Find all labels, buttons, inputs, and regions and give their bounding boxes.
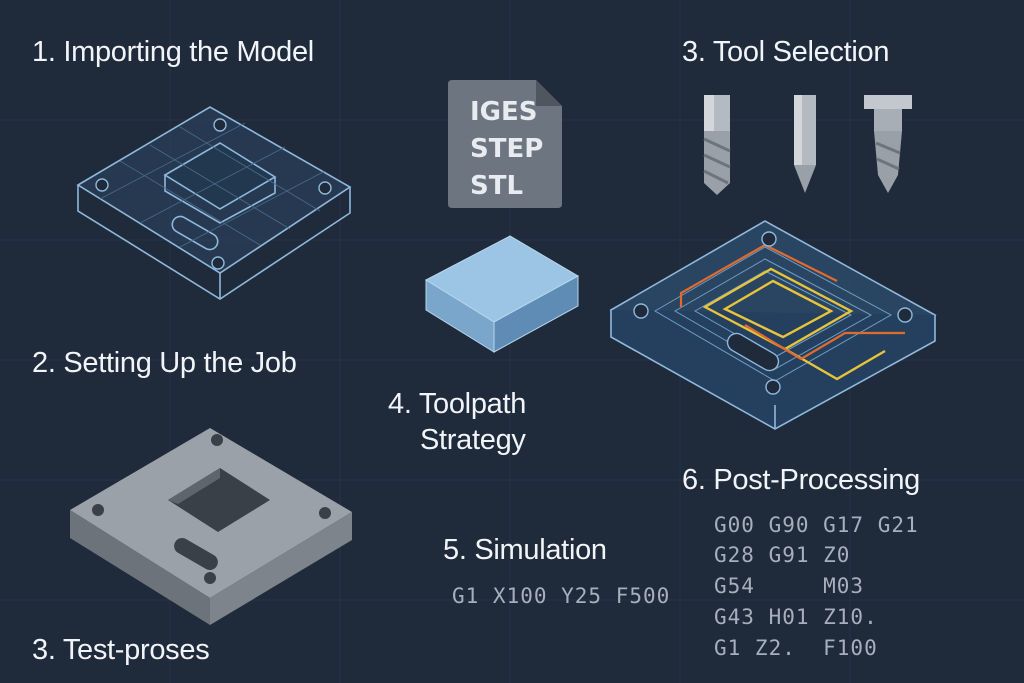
stock-block: [424, 235, 580, 353]
simulation-gcode: G1 X100 Y25 F500: [452, 584, 671, 608]
gcode-line: G1 Z2. F100: [714, 636, 878, 660]
cutting-tool-endmill-icon: [864, 95, 912, 193]
toolpath-part: [609, 220, 937, 430]
gcode-line: G43 H01 Z10.: [714, 605, 878, 629]
step-import-label: 1. Importing the Model: [32, 36, 314, 68]
step-toolpath-label-line2: Strategy: [420, 424, 526, 456]
gcode-line: G28 G91 Z0: [714, 543, 851, 567]
step-tool-label: 3. Tool Selection: [682, 36, 890, 68]
step-simulation-label: 5. Simulation: [443, 534, 607, 566]
gcode-line: G00 G90 G17 G21: [714, 513, 919, 537]
file-format-step: STEP: [470, 134, 544, 164]
gcode-line: G54 M03: [714, 574, 865, 598]
step-setup-label: 2. Setting Up the Job: [32, 347, 297, 379]
cutting-tool-engraver-icon: [794, 95, 816, 193]
step-test-label: 3. Test-proses: [32, 634, 210, 666]
file-format-icon: IGES STEP STL: [448, 80, 562, 208]
wireframe-model: [76, 106, 352, 300]
file-format-iges: IGES: [470, 97, 538, 127]
file-format-stl: STL: [470, 171, 524, 201]
step-toolpath-label-line1: 4. Toolpath: [388, 388, 527, 420]
cutting-tool-drill-icon: [703, 95, 731, 195]
setup-part: [70, 428, 352, 625]
step-post-label: 6. Post-Processing: [682, 464, 920, 496]
